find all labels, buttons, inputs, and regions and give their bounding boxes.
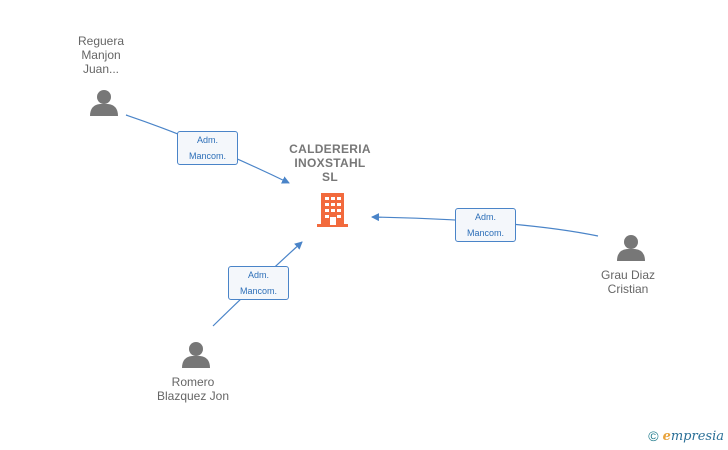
relation-label-line: Mancom. [239,286,277,296]
person-name-line: Grau Diaz [600,268,656,282]
relation-badge-romero[interactable]: Adm. Mancom. [228,266,289,300]
person-name-line: Romero [171,375,215,389]
copyright-icon: © [648,428,659,444]
relation-label-line: Adm. [474,212,496,222]
person-icon[interactable] [617,235,645,261]
brand-initial: e [662,428,671,444]
empresia-watermark[interactable]: © empresia [648,428,724,444]
company-name[interactable]: CALDERERIA INOXSTAHL SL [270,142,390,184]
person-name-line: Cristian [607,282,649,296]
relation-label-line: Adm. [247,270,269,280]
building-icon[interactable] [317,193,348,227]
relation-label-line: Mancom. [466,228,504,238]
person-name-line: Blazquez Jon [156,389,230,403]
person-name-line: Reguera [77,34,125,48]
brand-logo: empresia [663,429,724,444]
person-name-line: Juan... [82,62,120,76]
relation-label-line: Adm. [196,135,218,145]
person-name-romero[interactable]: Romero Blazquez Jon [140,375,246,403]
company-name-line: SL [322,170,338,184]
relation-label-line: Mancom. [188,151,226,161]
person-icon[interactable] [90,90,118,116]
person-icon[interactable] [182,342,210,368]
company-name-line: CALDERERIA [289,142,371,156]
brand-name: mpresia [670,428,724,444]
company-name-line: INOXSTAHL [294,156,366,170]
person-name-line: Manjon [81,48,121,62]
relation-badge-grau[interactable]: Adm. Mancom. [455,208,516,242]
relation-badge-reguera[interactable]: Adm. Mancom. [177,131,238,165]
person-name-reguera[interactable]: Reguera Manjon Juan... [55,34,147,76]
person-name-grau[interactable]: Grau Diaz Cristian [580,268,676,296]
